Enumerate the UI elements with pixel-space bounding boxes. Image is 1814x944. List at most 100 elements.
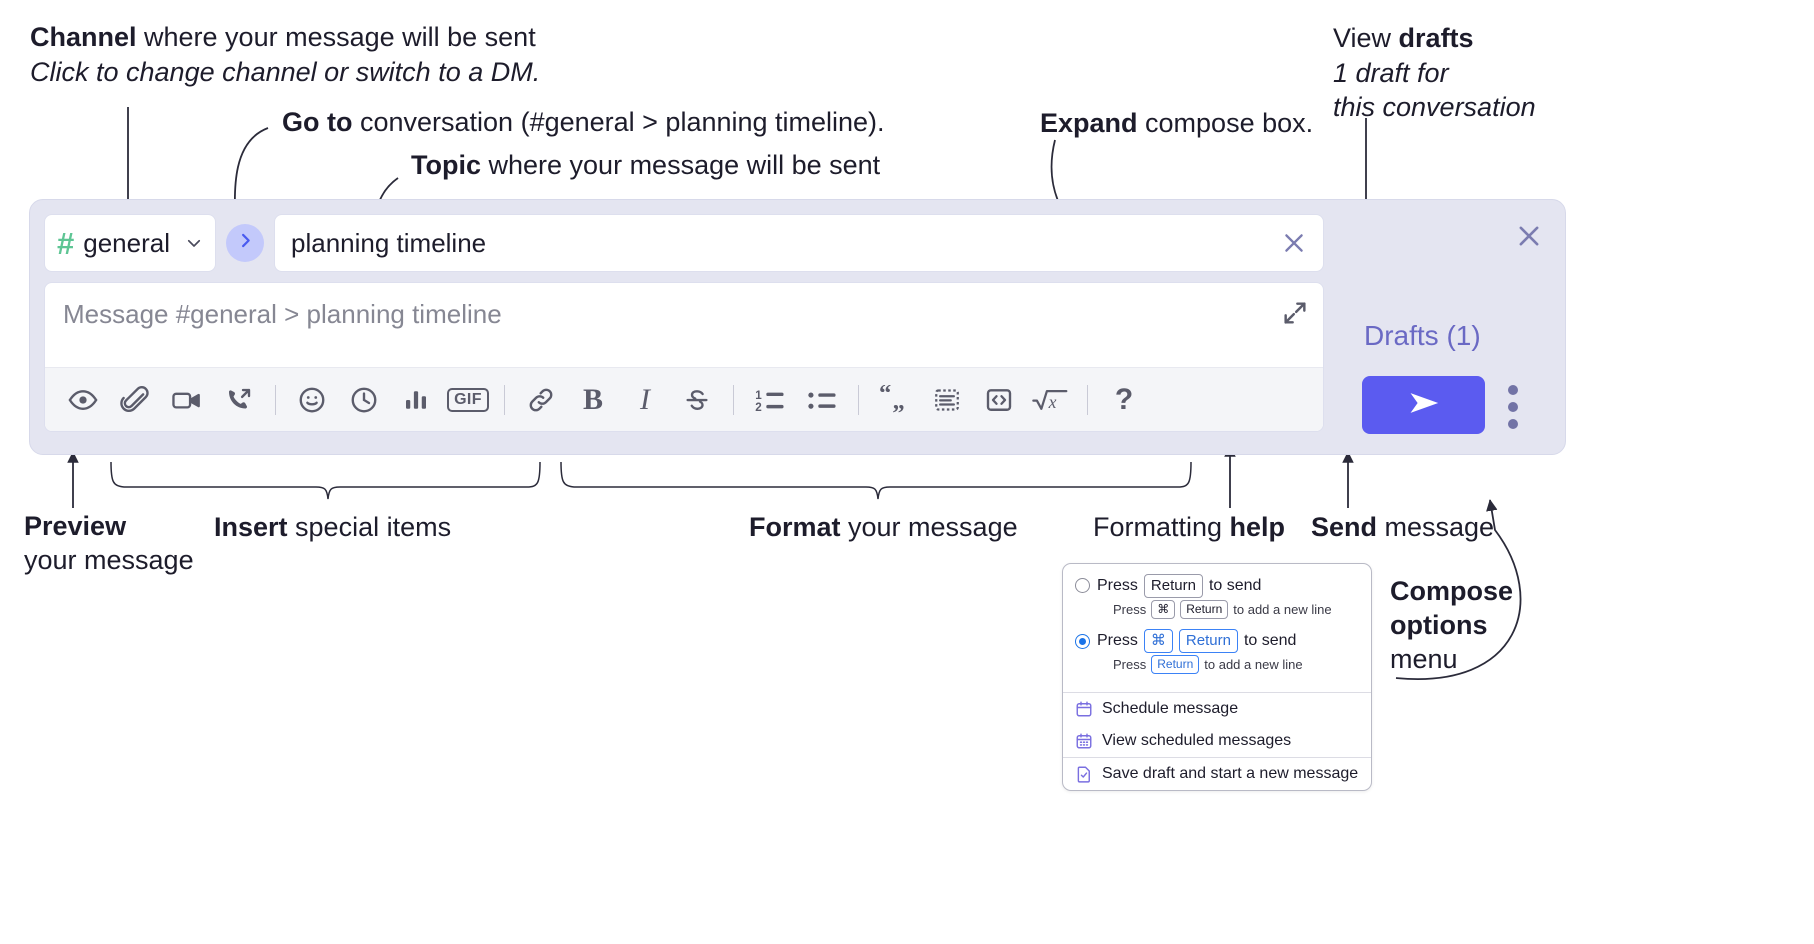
annotation-goto-bold: Go to [282,107,353,137]
annotation-drafts-bold: drafts [1398,23,1474,53]
dot-2 [1508,402,1518,412]
option-main: Press Return to send [1097,574,1261,598]
bold-icon: B [582,382,603,416]
annotation-channel-sub: Click to change channel or switch to a D… [30,56,541,87]
annotation-preview-line2: your message [24,544,194,575]
close-icon[interactable] [1515,222,1543,250]
eye-icon [68,385,98,415]
annotation-send-rest: message [1377,512,1495,542]
link-icon [526,385,556,415]
preview-message-button[interactable] [57,374,109,426]
annotation-drafts: View drafts 1 draft for this conversatio… [1333,21,1536,125]
paperclip-icon [120,385,150,415]
svg-text:x: x [1048,392,1057,412]
sub-pre: Press [1113,601,1147,617]
formatting-toolbar: GIF B I [45,367,1323,431]
key-command: ⌘ [1151,599,1176,620]
compose-options-button[interactable] [1508,385,1518,436]
menu-item-label: View scheduled messages [1102,732,1292,750]
annotation-compose-b2: options [1390,609,1488,640]
menu-divider [1063,692,1371,694]
send-message-button[interactable] [1362,376,1485,434]
annotation-expand-rest: compose box. [1137,108,1314,138]
annotation-preview-bold: Preview [24,511,127,541]
attach-file-button[interactable] [109,374,161,426]
calendar-clock-icon [1075,700,1093,718]
record-audio-clip-button[interactable] [213,374,265,426]
option-post: to send [1208,576,1262,594]
bold-button[interactable]: B [567,374,619,426]
record-video-clip-button[interactable] [161,374,213,426]
annotation-compose-b1: Compose [1390,576,1514,606]
annotation-channel: Channel where your message will be sent … [30,20,540,89]
dot-3 [1508,419,1518,429]
key-return: Return [1178,629,1238,653]
annotation-topic-bold: Topic [411,150,481,180]
menu-option-return-to-send[interactable]: Press Return to send Press ⌘ Return to a… [1075,574,1359,620]
sqrt-x-icon: x [1031,385,1071,415]
svg-text:„: „ [893,387,905,414]
insert-gif-button[interactable]: GIF [442,374,494,426]
blockquote-button[interactable]: “„ [869,374,921,426]
topic-value: planning timeline [291,227,487,258]
annotation-format: Format your message [749,510,1018,545]
insert-link-button[interactable] [515,374,567,426]
bar-chart-icon [401,385,431,415]
strikethrough-icon [682,385,712,415]
hash-icon: # [57,225,75,261]
gif-icon: GIF [447,387,489,412]
sub-post: to add a new line [1204,657,1303,673]
send-arrow-icon [1403,386,1445,425]
video-camera-icon [171,385,203,415]
annotation-send: Send message [1311,510,1494,545]
quote-icon: “„ [879,385,911,415]
annotation-expand-bold: Expand [1040,108,1138,138]
create-poll-button[interactable] [390,374,442,426]
annotation-format-bold: Format [749,512,841,542]
toolbar-divider [1087,384,1088,415]
option-pre: Press [1097,576,1138,594]
menu-option-cmd-return-to-send[interactable]: Press ⌘ Return to send Press Return to a… [1075,629,1359,675]
code-button[interactable] [973,374,1025,426]
option-main: Press ⌘ Return to send [1097,629,1296,653]
go-to-conversation-button[interactable] [226,224,264,262]
menu-item-schedule-message[interactable]: Schedule message [1063,693,1371,725]
annotation-drafts-line2: 1 draft for [1333,57,1449,88]
strikethrough-button[interactable] [671,374,723,426]
bulleted-list-icon [806,385,838,415]
annotation-insert-rest: special items [287,512,452,542]
expand-icon[interactable] [1281,299,1309,327]
compose-header-row: # general planning timeline [44,214,1324,272]
menu-item-view-scheduled-messages[interactable]: View scheduled messages [1063,725,1371,757]
menu-item-label: Save draft and start a new message [1102,765,1359,783]
annotation-compose-l3: menu [1390,643,1458,674]
mention-later-button[interactable] [338,374,390,426]
topic-input[interactable]: planning timeline [274,214,1324,272]
bulleted-list-button[interactable] [796,374,848,426]
radio-icon-selected[interactable] [1075,633,1090,649]
annotation-goto-rest: conversation (#general > planning timeli… [352,107,885,137]
menu-item-save-draft[interactable]: Save draft and start a new message [1063,758,1371,790]
math-button[interactable]: x [1025,374,1077,426]
annotation-help-bold: help [1229,512,1286,542]
sub-post: to add a new line [1233,601,1332,617]
svg-text:2: 2 [755,401,762,414]
emoji-button[interactable] [286,374,338,426]
code-block-icon [932,385,962,415]
close-icon[interactable] [1281,230,1307,256]
italic-button[interactable]: I [619,374,671,426]
code-angle-icon [984,385,1014,415]
radio-icon[interactable] [1075,578,1090,594]
drafts-link[interactable]: Drafts (1) [1364,320,1481,351]
channel-selector[interactable]: # general [44,214,216,272]
code-block-button[interactable] [921,374,973,426]
sub-pre: Press [1113,657,1147,673]
message-input[interactable]: Message #general > planning timeline [45,283,1323,367]
annotation-topic: Topic where your message will be sent [411,148,880,183]
option-post: to send [1243,632,1297,650]
key-return: Return [1151,654,1200,675]
formatting-help-button[interactable]: ? [1098,374,1150,426]
